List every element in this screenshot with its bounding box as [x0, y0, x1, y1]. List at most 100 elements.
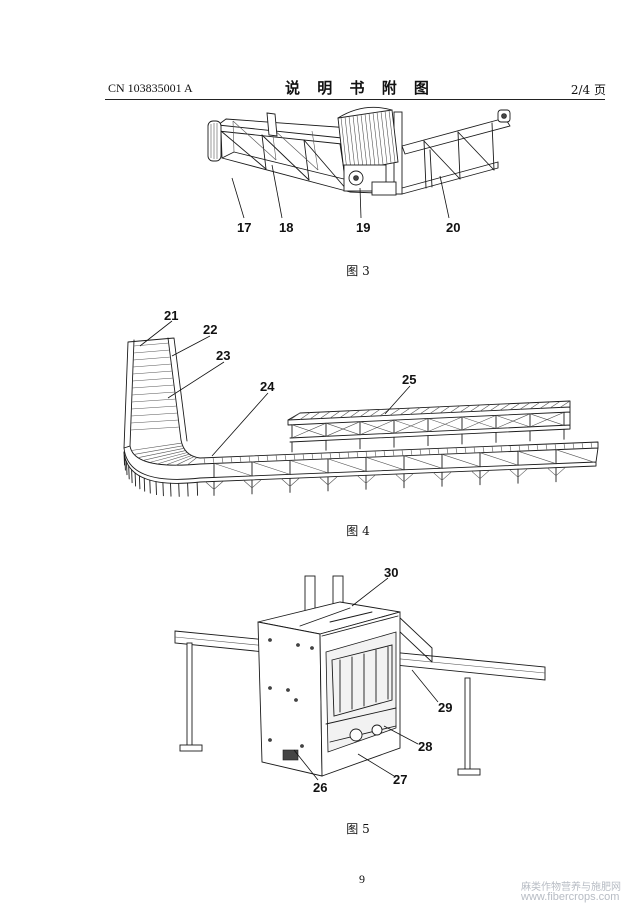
gear-icon-small	[371, 724, 383, 736]
curve-leg	[138, 475, 141, 490]
conveyor-slat	[266, 455, 269, 462]
mounting-holes	[268, 638, 314, 748]
label-29: 29	[438, 700, 452, 715]
curve-leg	[131, 469, 133, 484]
bench-slat	[339, 410, 351, 418]
hole	[268, 686, 272, 690]
page-title: 说 明 书 附 图	[285, 79, 435, 97]
conveyor-brace	[251, 461, 291, 475]
end-roller-lines	[210, 123, 218, 159]
conveyor-slat	[527, 444, 530, 451]
conveyor-slat	[428, 448, 431, 455]
bench-slat	[559, 400, 571, 408]
ramp-slat	[133, 356, 171, 361]
conveyor-brace	[479, 452, 519, 466]
curve-slat	[143, 450, 186, 461]
roller-tooth	[388, 110, 396, 163]
roller-unit	[337, 106, 403, 196]
figure-3-caption: 图 3	[346, 264, 370, 278]
rail-guide-frame	[397, 615, 433, 663]
curve-skirt-bottom	[123, 451, 201, 484]
feed-frame-back-braces	[232, 120, 319, 171]
bench-slat	[389, 408, 401, 416]
ramp-slat	[132, 363, 172, 368]
bench-brace	[495, 413, 531, 429]
bench-slat	[329, 410, 341, 419]
conveyor-slat	[248, 455, 251, 463]
bench-slat	[479, 404, 491, 412]
label-25: 25	[402, 372, 416, 387]
conveyor-slat	[590, 442, 593, 449]
conveyor-slat	[212, 457, 215, 464]
housing-opening	[325, 631, 397, 753]
leader-line-17	[231, 177, 245, 219]
roller-tooth	[340, 117, 348, 172]
housing-top-openings	[299, 607, 399, 637]
bench-slat	[299, 412, 311, 420]
conveyor-slat	[491, 446, 494, 453]
conveyor-brace	[555, 449, 595, 463]
conveyor-leg-brace	[479, 470, 490, 479]
conveyor-leg-brace	[517, 468, 528, 478]
conveyor-leg-brace	[441, 472, 452, 481]
bench-slat	[529, 402, 541, 410]
conveyor-rails	[199, 441, 599, 483]
leader-line-22	[171, 335, 211, 357]
conveyor-slat	[482, 446, 485, 453]
conveyor-slat	[581, 442, 584, 449]
conveyor-slat	[518, 445, 521, 452]
conveyor-slat	[572, 442, 575, 450]
hole	[294, 698, 298, 702]
end-roller	[207, 120, 222, 162]
label-22: 22	[203, 322, 217, 337]
bench-slat	[399, 407, 411, 416]
roller-drum-top	[337, 106, 393, 119]
curve-leg	[123, 451, 125, 466]
bench-slat	[489, 403, 501, 411]
leader-line-18	[271, 164, 283, 219]
hole	[268, 738, 272, 742]
roller-tooth	[352, 115, 360, 169]
bench-slat	[449, 405, 461, 413]
bench-brace	[461, 415, 497, 431]
figure-4-caption: 图 4	[346, 524, 370, 538]
leader-line-25	[384, 385, 411, 415]
conveyor-leg-brace	[403, 473, 414, 483]
feed-frame-posts	[220, 130, 348, 191]
curved-section	[123, 439, 201, 497]
roller-tooth	[372, 112, 380, 166]
conveyor-slat	[554, 443, 557, 450]
bench-slat	[419, 406, 431, 415]
hole	[296, 643, 300, 647]
bench-rails	[287, 400, 571, 443]
conveyor-slat	[464, 447, 467, 454]
watermark-site-name: 麻类作物营养与施肥网	[521, 882, 621, 893]
conveyor-slat	[221, 457, 224, 464]
curve-leg	[126, 461, 128, 476]
inclined-frame-braces	[423, 131, 495, 180]
conveyor-leg-brace	[289, 478, 300, 487]
bench-brace	[529, 412, 565, 428]
bench-slat	[359, 409, 371, 417]
bench-slat	[309, 411, 321, 420]
label-26: 26	[313, 780, 327, 795]
inclined-frame	[401, 109, 511, 195]
conveyor-brace	[403, 455, 443, 469]
curve-leg	[178, 482, 180, 497]
label-20: 20	[446, 220, 460, 235]
ramp-slat	[133, 349, 170, 354]
curve-leg	[170, 482, 172, 497]
figure-3-drawing: 17 18 19 20	[207, 106, 511, 235]
patent-number: CN 103835001 A	[108, 81, 193, 95]
leader-line-26	[293, 749, 319, 781]
roller-tooth	[356, 115, 364, 169]
bench-slat	[369, 409, 381, 417]
curve-slat	[149, 452, 188, 463]
gear-icon	[349, 728, 363, 742]
bottom-slot	[282, 749, 299, 761]
figure-4-leaders: 21 22 23 24 25	[139, 308, 416, 457]
machine-housing	[257, 575, 401, 777]
conveyor-slat	[473, 446, 476, 454]
leader-line-29	[411, 669, 439, 703]
label-28: 28	[418, 739, 432, 754]
